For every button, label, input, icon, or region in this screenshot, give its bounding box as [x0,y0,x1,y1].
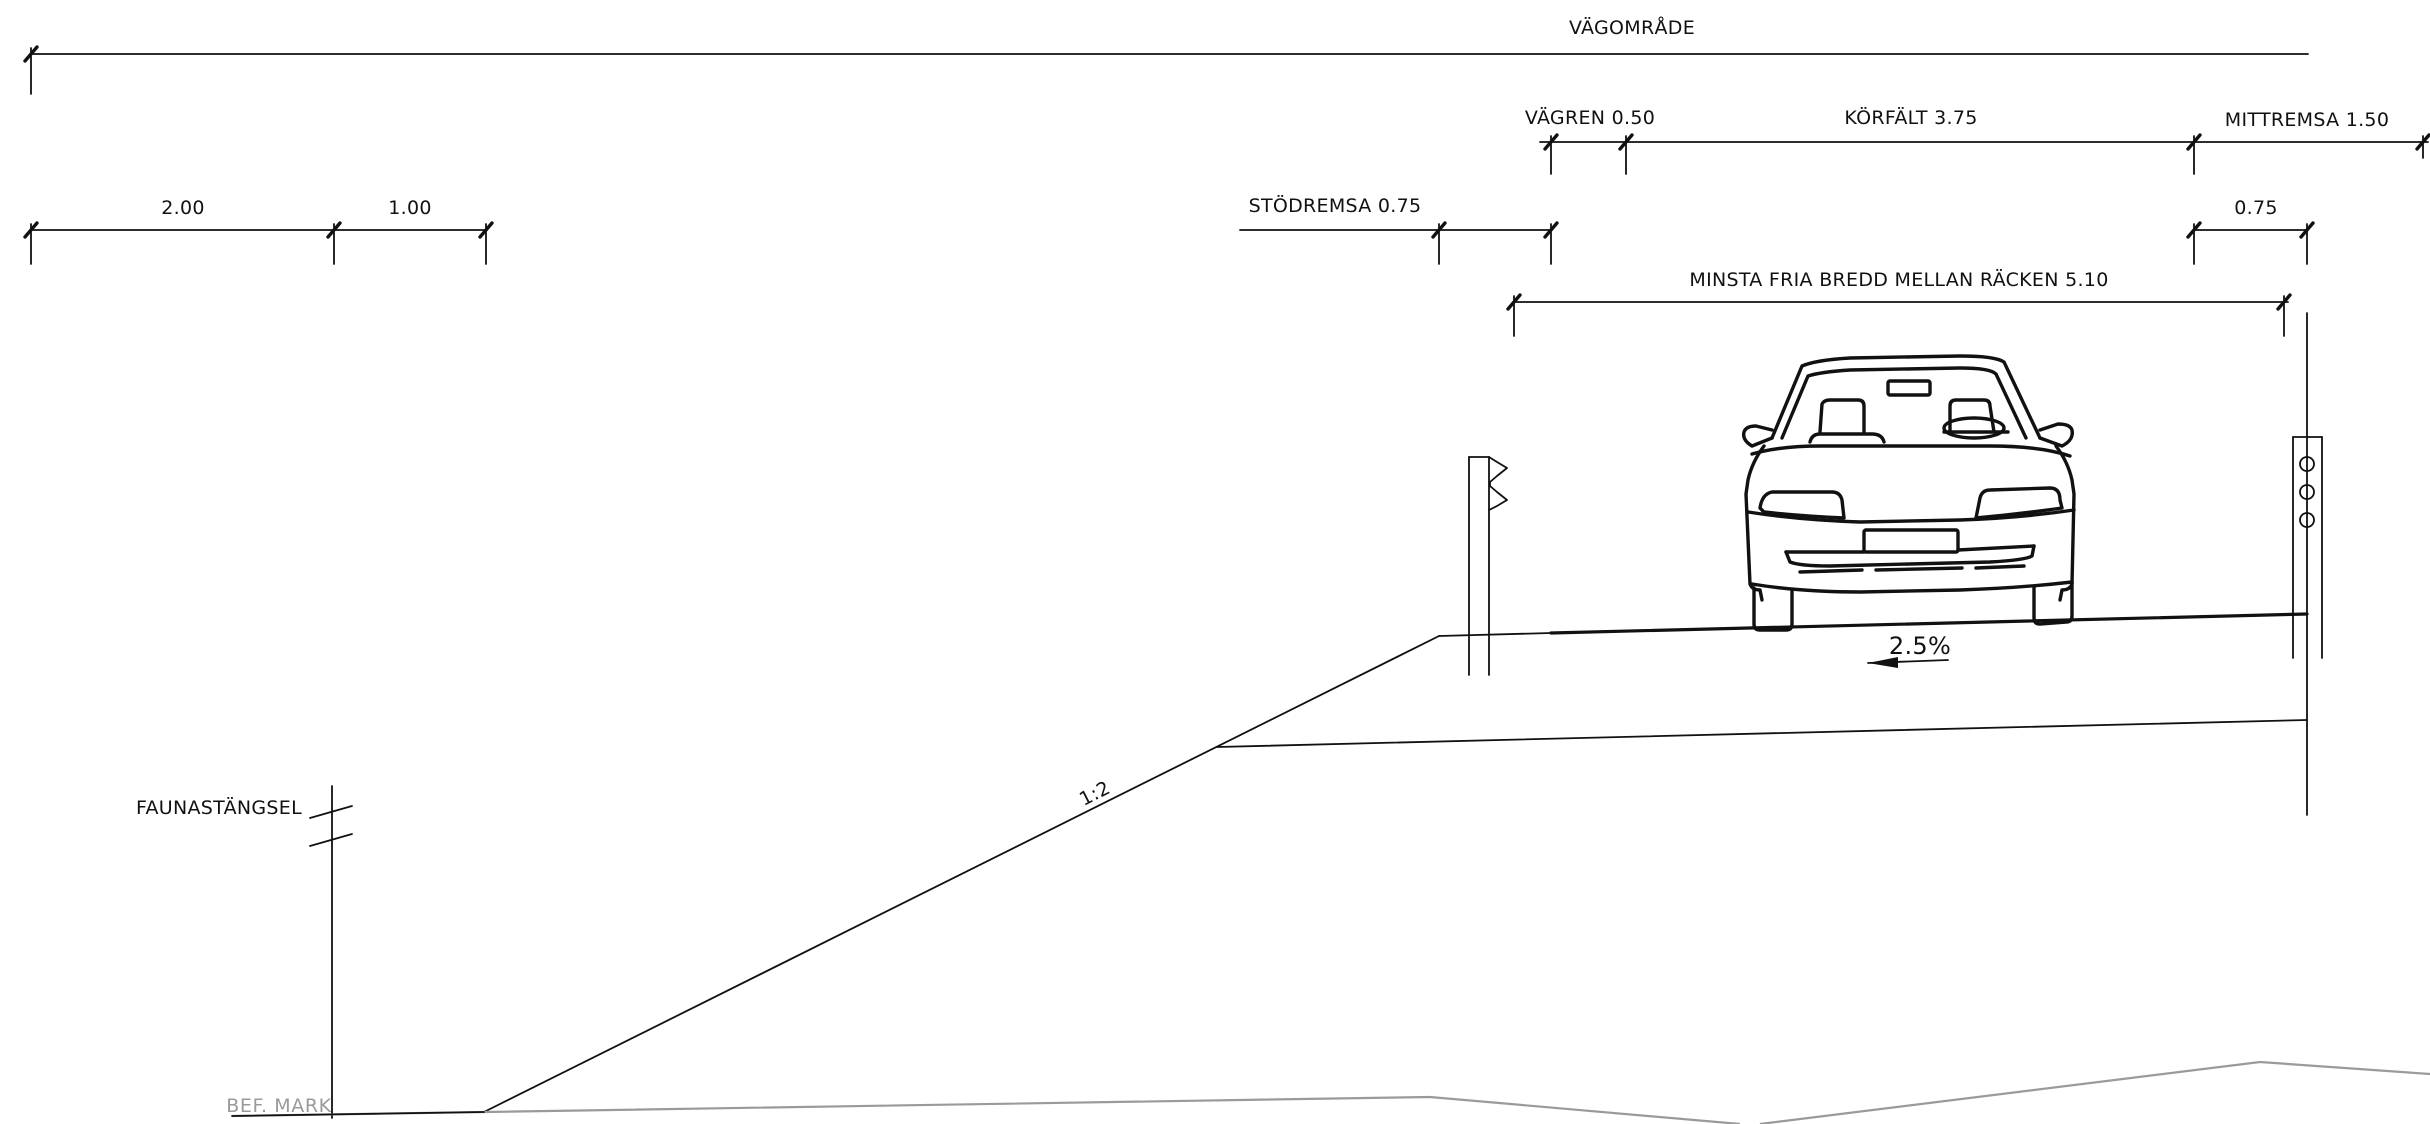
wildlife-fence [309,785,353,1119]
label-bef-mark: BEF. MARK [226,1095,331,1117]
label-mittremsa: MITTREMSA 1.50 [2225,109,2389,131]
existing-ground-line [231,1060,2430,1124]
dimension-median-075 [2186,221,2315,265]
label-embankment-slope: 1:2 [1076,777,1114,811]
label-minimum-clear-width: MINSTA FRIA BREDD MELLAN RÄCKEN 5.10 [1689,268,2108,291]
road-embankment [483,312,2309,1113]
label-stodremsa: STÖDREMSA 0.75 [1249,194,1422,217]
label-faunastangsel: FAUNASTÄNGSEL [136,796,302,819]
cross-slope-arrow [1867,657,1949,668]
guardrail-left [1468,456,1508,676]
dimension-support-strip [1239,221,1559,265]
dimension-verge [23,221,494,265]
dimension-minimum-clear-width [1506,293,2292,337]
label-vagren: VÄGREN 0.50 [1525,106,1655,129]
dimension-shoulder-lane-median [1539,133,2430,175]
label-vagomrade: VÄGOMRÅDE [1569,16,1695,39]
car-front-view [1741,354,2076,632]
dimension-road-area [23,45,2309,95]
label-dim-1-00: 1.00 [388,197,432,219]
label-korfalt: KÖRFÄLT 3.75 [1844,106,1977,129]
label-dim-2-00: 2.00 [161,197,205,219]
label-dim-0-75: 0.75 [2234,197,2278,219]
guardrail-median [2292,436,2323,659]
label-cross-slope: 2.5% [1889,632,1951,660]
